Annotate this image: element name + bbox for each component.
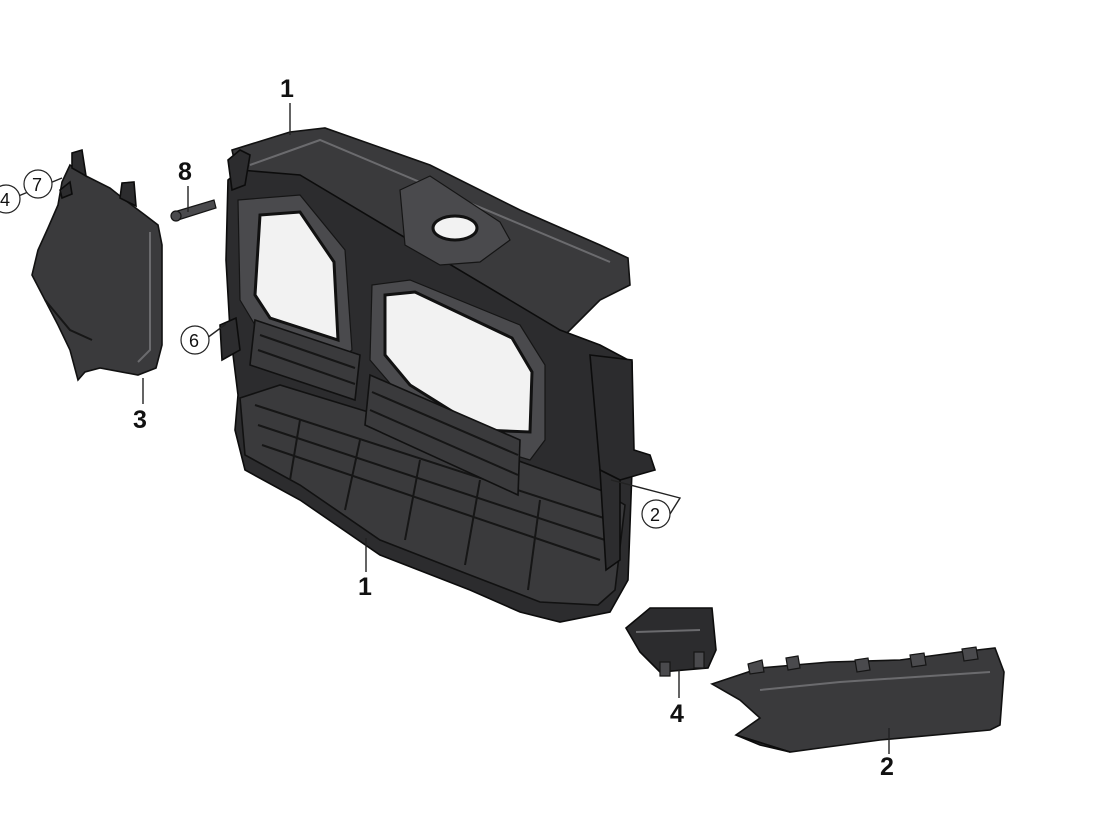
circled-callout-4-label: 4 [0, 190, 10, 210]
callout-1-bottom: 1 [358, 573, 372, 601]
circled-callout-2: 2 [641, 499, 671, 529]
circled-callout-2-label: 2 [650, 505, 660, 525]
callout-2: 2 [880, 753, 894, 781]
leader-lines [15, 103, 890, 754]
screw-part-8 [170, 199, 217, 222]
front-frame-part-1 [219, 127, 657, 623]
callout-8: 8 [178, 158, 192, 186]
circled-callout-7: 7 [23, 169, 53, 199]
circled-callout-4: 4 [0, 184, 21, 214]
callout-4: 4 [670, 700, 684, 728]
circled-callout-7-label: 7 [32, 175, 42, 195]
air-duct-part-2 [710, 646, 1005, 753]
callout-1-top: 1 [280, 75, 294, 103]
bracket-part-4 [624, 607, 717, 677]
side-panel-part-3 [31, 148, 163, 382]
callout-3: 3 [133, 406, 147, 434]
circled-callout-6: 6 [180, 325, 210, 355]
circled-callout-6-label: 6 [189, 331, 199, 351]
